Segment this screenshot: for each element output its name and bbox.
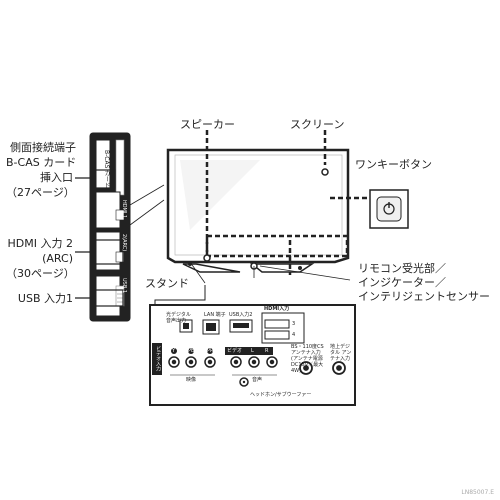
video-in-text: ビデオ入力 [155, 346, 161, 371]
side-hdmi1-text: HDMI 1 [121, 200, 127, 219]
video-text: ビデオ [227, 348, 243, 354]
speaker-label: スピーカー [180, 118, 235, 131]
tv-illustration [166, 148, 350, 273]
screen-label: スクリーン [290, 118, 345, 131]
onekey-label: ワンキーボタン [355, 158, 432, 171]
l-text: L [251, 348, 254, 354]
audio-group-text: 音声 [252, 377, 263, 383]
usb1-label: USB 入力1 [17, 292, 73, 305]
usb2-text: USB入力2 [229, 312, 253, 318]
optical-text: 光デジタル 音声出力 [166, 312, 191, 324]
pr-text: PR [207, 348, 214, 354]
power-button [369, 189, 409, 229]
terrestrial-text: 地上デジタル アンテナ入力 [330, 344, 352, 362]
remote-label-1: リモコン受光部／ [358, 262, 446, 275]
stand-leader [189, 261, 206, 284]
stand-label: スタンド [145, 277, 189, 290]
remote-label-3: インテリジェントセンサー [358, 290, 490, 303]
page30-label: （30ページ） [6, 267, 75, 280]
leader-line [129, 184, 165, 206]
rear-panel [149, 304, 356, 406]
dashed-leaders [205, 130, 370, 275]
bs-antenna-text: BS・110度CS アンテナ入力 (アンテナ電源 DC15V／最大4W) [291, 344, 324, 374]
lan-text: LAN 端子 [204, 312, 226, 318]
side-callouts [75, 169, 124, 307]
remote-leader [259, 265, 351, 281]
stand-dot [298, 266, 302, 270]
remote-label-2: インジケーター／ [358, 276, 446, 289]
leader-line [129, 199, 165, 226]
side-usb-text: USB 1 [121, 278, 127, 294]
arc-label: (ARC) [42, 252, 73, 265]
hdmi2-label: HDMI 入力 2 [7, 237, 73, 250]
side-terminal-label: 側面接続端子 [10, 141, 76, 154]
y-text: Y [172, 348, 176, 354]
r-text: R [265, 348, 269, 354]
hdmi3-text: 3 [292, 321, 296, 327]
hdmi4-text: 4 [292, 332, 296, 338]
pb-text: PB [188, 348, 195, 354]
watermark: LN85007.E [461, 489, 494, 496]
headphone-text: ヘッドホン/サブウーファー [250, 392, 312, 398]
insert-label: 挿入口 [40, 171, 73, 184]
side-bcas-text: B-CAS カード [103, 150, 110, 189]
speaker-dot [203, 254, 211, 262]
page27-label: （27ページ） [6, 186, 75, 199]
side-hdmi2-text: 2(ARC) [121, 234, 127, 252]
hdmi-in-text: HDMI入力 [264, 306, 290, 312]
video-group-text: 映像 [186, 377, 197, 383]
screen-dot [321, 168, 329, 176]
bcas-label: B-CAS カード [6, 156, 77, 169]
side-panel [89, 132, 131, 322]
